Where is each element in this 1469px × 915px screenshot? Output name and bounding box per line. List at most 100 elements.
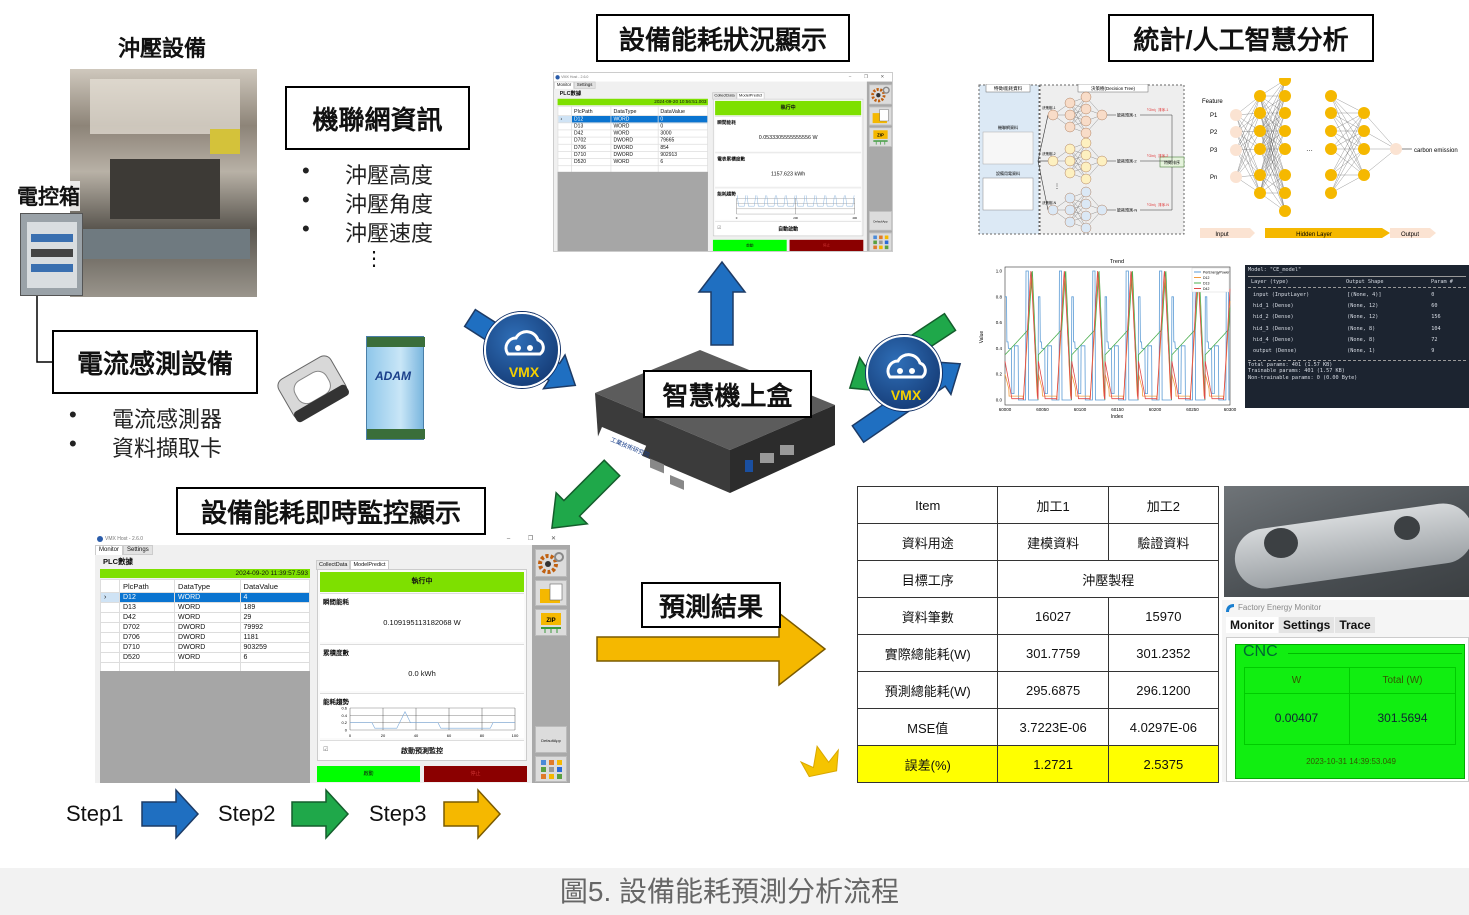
sensor-title: 電流感測設備 [52,330,258,394]
window-controls[interactable]: – ❐ ✕ [848,75,890,80]
dt-prediction-label: 能耗預測-N [1117,207,1137,213]
row-header[interactable] [100,632,120,643]
table-header-row: Item 加工1 加工2 [856,486,1220,524]
tab-settings[interactable]: Settings [1279,617,1335,633]
total-value: 301.5694 [1377,711,1428,725]
nn-edge [1235,114,1261,150]
cloud-circuit-icon [504,330,545,356]
apps-grid-button[interactable] [535,756,567,782]
start-button[interactable]: 啟動 [317,766,420,782]
x-tick-label: 60300 [1224,407,1237,412]
nn-edge [1235,149,1261,194]
row-header[interactable] [557,136,572,145]
cell: 建模資料 [997,523,1109,561]
row-header[interactable] [100,622,120,633]
nn-node [1325,125,1337,137]
row-header[interactable] [100,642,120,653]
dt-node [1096,109,1108,121]
table-cell: D520 [571,158,612,167]
row-header[interactable] [100,652,120,663]
arrow-gateway-to-realtime [551,459,621,529]
nn-stage-input: Input [1215,232,1229,238]
energy-label: 電表累積度數 [717,156,746,162]
y-tick-label: 0.4 [996,346,1003,351]
nn-edge [1330,95,1365,132]
dt-node [1064,204,1076,216]
zip-export-button[interactable]: ZIP [535,609,567,636]
apps-grid-button[interactable] [869,232,892,251]
row-header[interactable] [557,151,572,159]
tab-trace[interactable]: Trace [1335,617,1375,633]
x-tick-label: 100 [512,733,519,738]
running-status: 執行中 [320,572,524,592]
stop-button[interactable]: 停止 [424,766,527,782]
nn-edge [1330,95,1365,176]
row-header[interactable] [100,602,120,613]
empty-grid-area [557,171,708,251]
nn-input-p1: P1 [1210,113,1218,119]
tab-settings[interactable]: Settings [123,545,153,555]
nn-feature-label: Feature [1202,99,1223,105]
realtime-monitor-title: 設備能耗即時監控顯示 [176,487,486,535]
zip-export-button[interactable]: ZIP [869,127,892,147]
window-controls[interactable]: – ❐ ✕ [506,536,564,542]
table-cell: 854 [657,143,708,152]
default-app-button[interactable]: DefaultApp [535,726,567,753]
cell: 16027 [997,597,1109,635]
cell: 3.7223E-06 [997,708,1109,746]
table-cell: WORD [174,592,241,603]
default-app-button[interactable]: DefaultApp [869,211,892,231]
row-header[interactable] [557,158,572,167]
tab-settings[interactable]: Settings [574,81,596,89]
bullet: • [302,158,310,183]
energy-value: 1157.623 kWh [771,170,806,177]
dt-connector [1140,157,1173,162]
settings-gear-button[interactable] [535,549,567,577]
row-header[interactable] [557,129,572,138]
trend-title: Trend [1110,259,1124,265]
row-header[interactable] [557,143,572,152]
row-header[interactable]: › [100,592,120,603]
nn-edge [1259,112,1286,150]
iot-item-height: •沖壓高度 [302,158,433,190]
start-button[interactable]: 啟動 [712,239,787,251]
row-header[interactable] [100,612,120,623]
checkbox[interactable]: ☑ [717,226,722,231]
stop-button[interactable]: 停止 [789,239,864,251]
nn-edge [1259,79,1286,114]
log-folder-button[interactable] [869,106,892,126]
checkbox[interactable]: ☑ [323,747,329,753]
row-header[interactable]: › [557,115,572,124]
cell: 15970 [1107,597,1220,635]
nn-edge [1235,148,1261,178]
plc-data-label: PLC數據 [103,557,133,566]
log-folder-button[interactable] [535,580,567,606]
nn-node [1279,78,1291,86]
nn-edge [1259,148,1286,212]
trend-label: 能耗趨勢 [323,699,349,706]
tab-monitor[interactable]: Monitor [554,81,575,89]
tab-monitor[interactable]: Monitor [1226,617,1278,633]
col-plcpath: PlcPath [118,579,176,593]
tab-monitor[interactable]: Monitor [95,545,124,555]
table-cell: DWORD [174,632,241,643]
x-tick-label: 60150 [1111,407,1124,412]
settings-gear-button[interactable] [869,84,892,105]
crown-icon [799,745,839,778]
row-header[interactable] [557,122,572,131]
